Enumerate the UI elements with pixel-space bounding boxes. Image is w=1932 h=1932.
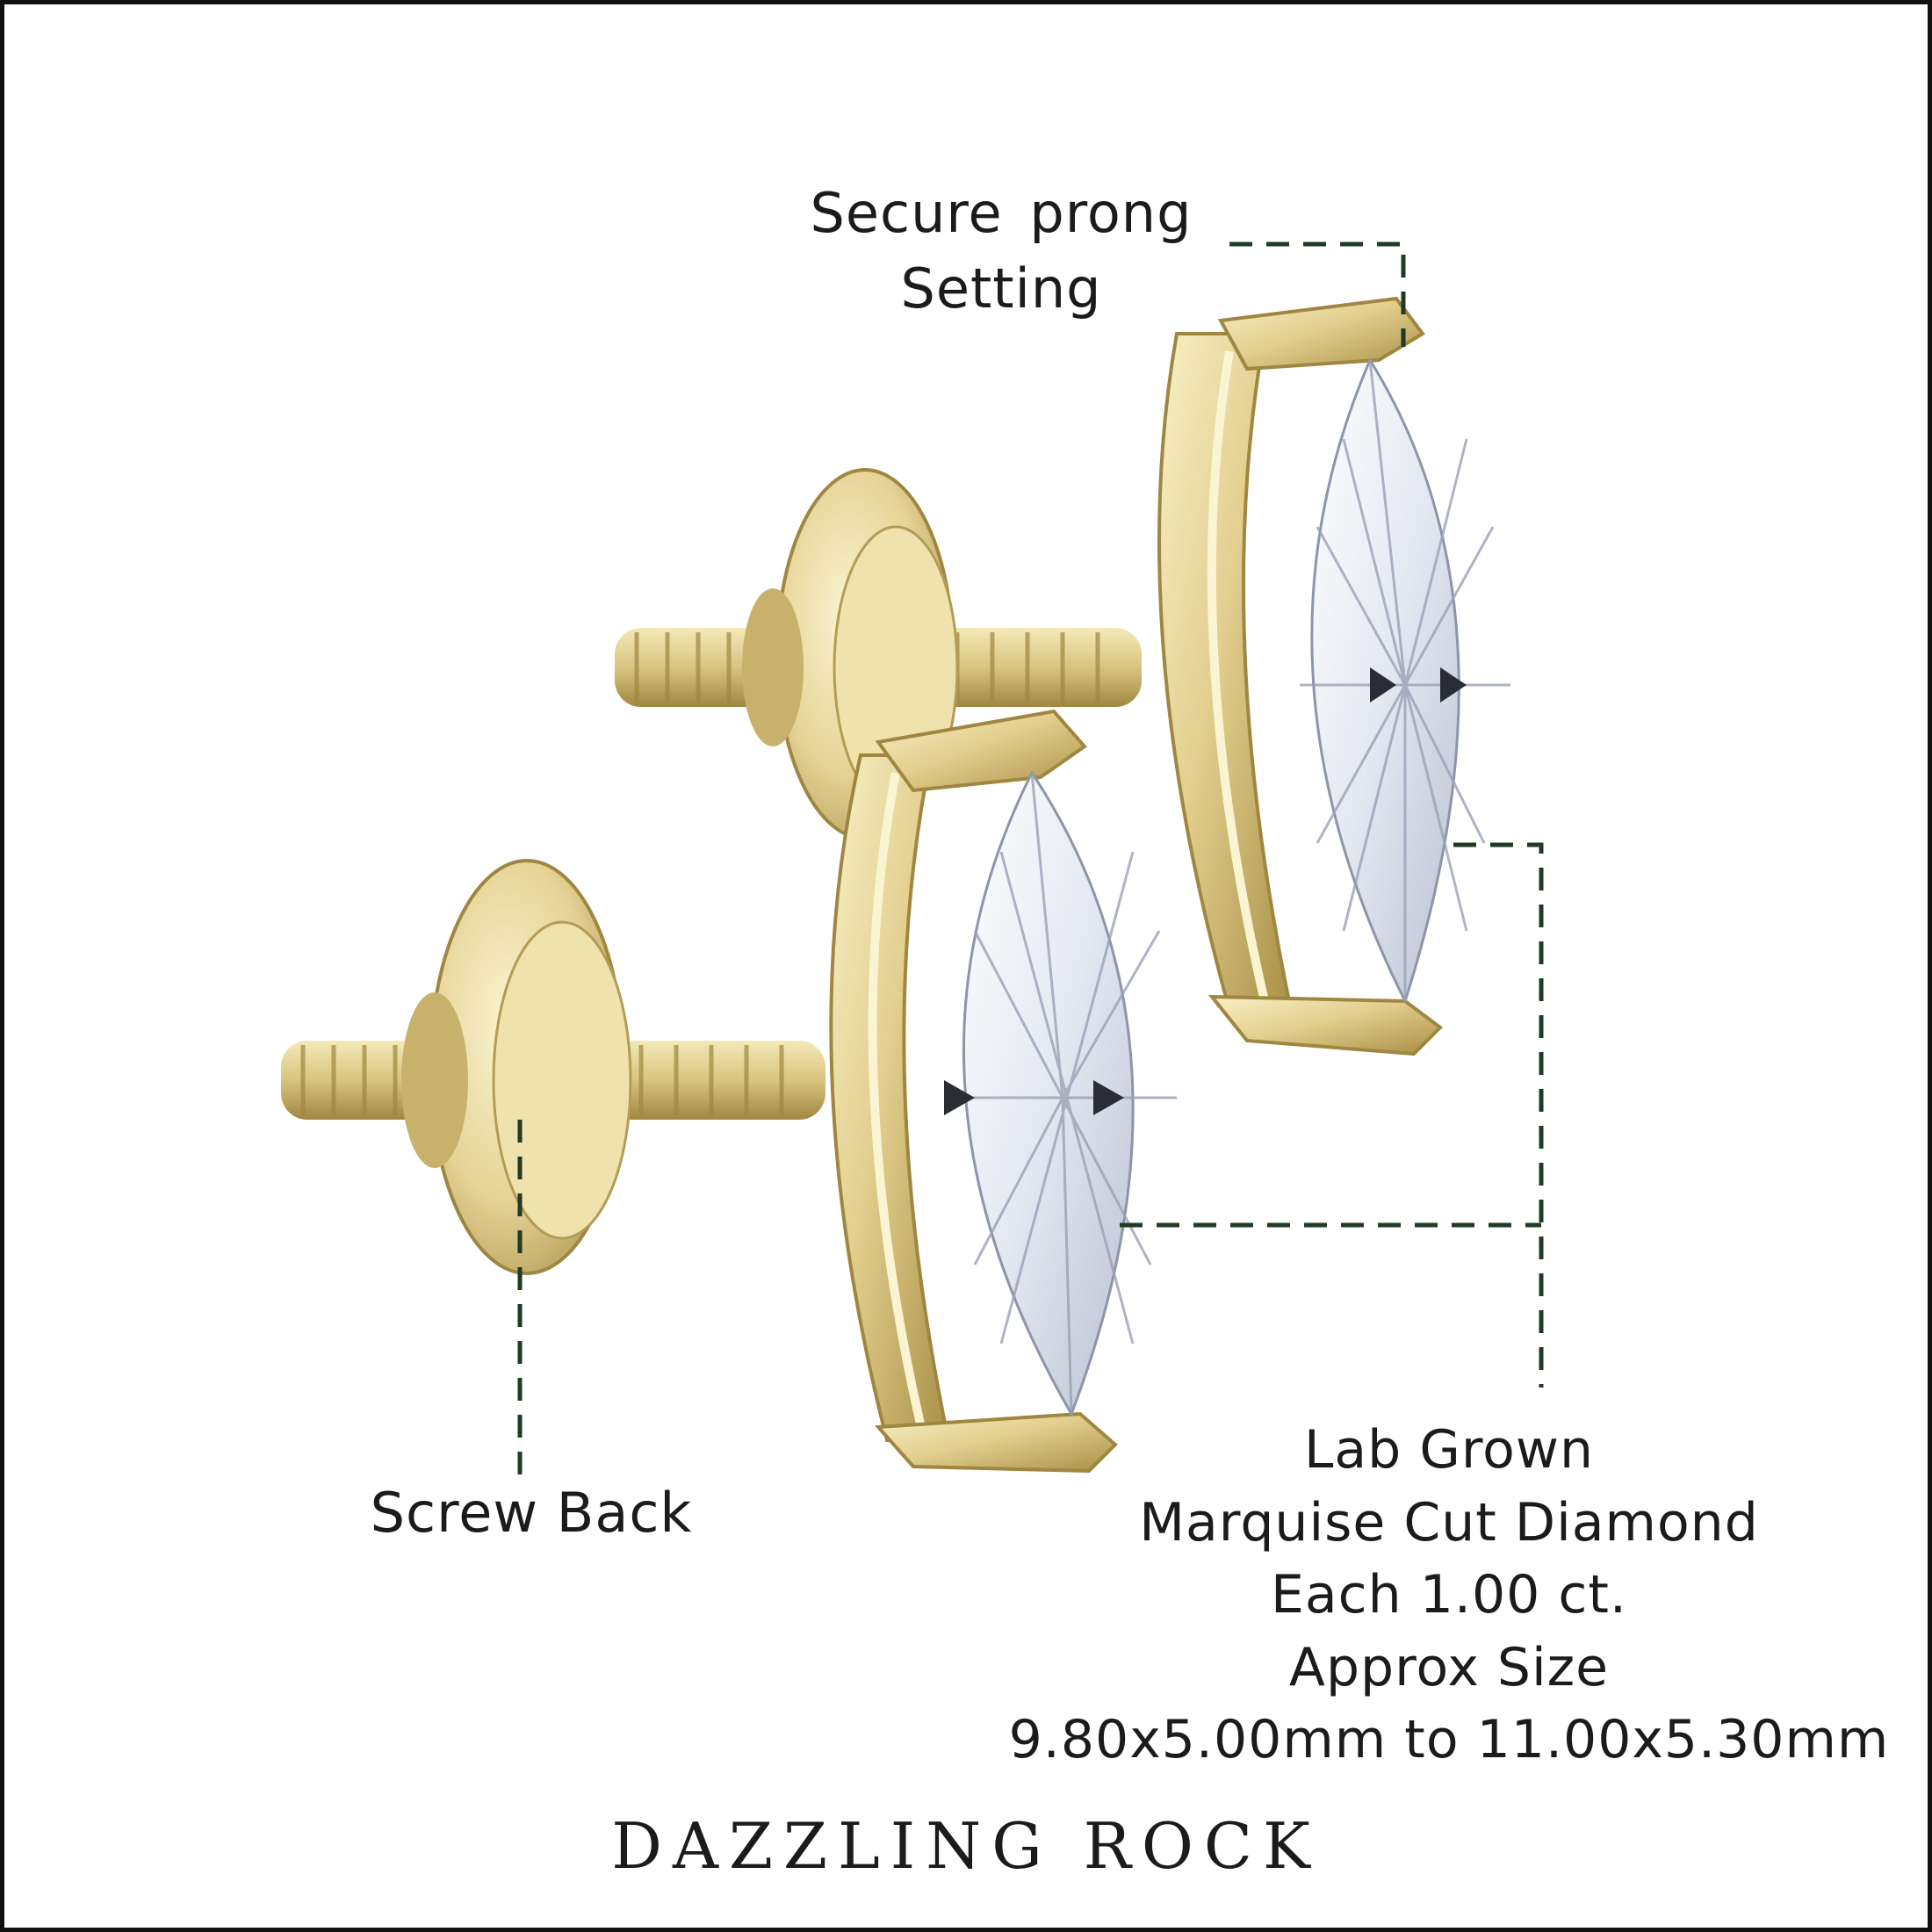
diamond-leader-line xyxy=(1453,842,1544,1388)
front-earring xyxy=(281,709,1177,1474)
screw-back-label: Screw Back xyxy=(370,1481,693,1545)
diamond-spec-label: Lab Grown Marquise Cut Diamond Each 1.00… xyxy=(1008,1419,1890,1770)
prong-setting-label: Secure prong Setting xyxy=(810,181,1193,321)
brand-logo: DAZZLING ROCK xyxy=(611,1809,1321,1883)
prong-leader-line xyxy=(1229,242,1406,347)
